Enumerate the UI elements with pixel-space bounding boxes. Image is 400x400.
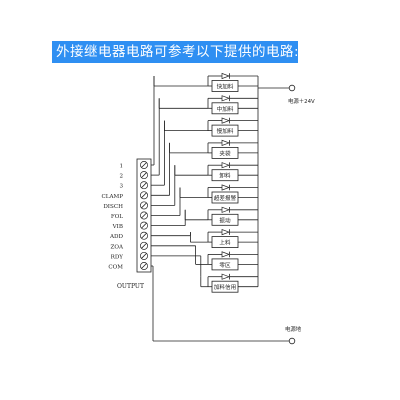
diode-symbol	[221, 117, 231, 124]
diode-symbol	[221, 206, 231, 213]
terminal-label: 2	[119, 174, 123, 180]
page-title: 外接继电器电路可参考以下提供的电路:	[56, 44, 300, 60]
terminal-screw-slot	[141, 162, 147, 168]
relay-label: 中加料	[217, 105, 234, 113]
diode-symbol	[221, 162, 231, 169]
terminal-label: COM	[108, 265, 123, 271]
diode-symbol	[221, 251, 231, 258]
terminal-screw-slot	[141, 192, 147, 198]
terminal-screw-slot	[141, 233, 147, 239]
relay-label: 振动	[219, 216, 231, 224]
terminal-label: RDY	[111, 254, 124, 260]
diode-symbol	[221, 139, 231, 147]
relay-label: 卸料	[219, 172, 231, 180]
terminal-screw-slot	[141, 263, 147, 269]
terminal-screw-slot	[141, 182, 147, 188]
relay-label: 上料	[219, 239, 231, 247]
ground-terminal	[288, 337, 296, 345]
diode-symbol	[221, 72, 231, 80]
diode-symbol	[221, 184, 231, 191]
terminal-label: CLAMP	[101, 194, 123, 200]
terminal-screw-slot	[141, 212, 147, 219]
diode-symbol	[221, 273, 231, 280]
output-label: OUTPUT	[117, 283, 144, 290]
power-positive-label: 电源＋24V	[288, 97, 315, 105]
terminal-screw-slot	[141, 202, 147, 209]
header-banner: 外接继电器电路可参考以下提供的电路:	[52, 41, 300, 63]
terminal-label: DISCH	[103, 204, 123, 210]
terminal-label: 1	[119, 164, 123, 170]
diode-symbol	[221, 95, 231, 102]
terminal-screw-slot	[141, 243, 147, 249]
diode-symbol	[221, 228, 231, 236]
relay-label: 加料信用	[214, 283, 236, 291]
terminal-screw-slot	[141, 172, 147, 178]
relay-label: 快加料	[217, 83, 234, 91]
relay-label: 超差报警	[214, 194, 237, 202]
terminal-label: ZOA	[110, 244, 123, 250]
relay-label: 慢加料	[217, 127, 234, 135]
terminal-label: VIB	[112, 224, 123, 230]
positive-terminal	[288, 84, 296, 92]
terminal-screw-slot	[141, 222, 147, 229]
terminal-screw-slot	[141, 253, 147, 259]
power-negative-label: 电源地	[285, 325, 302, 333]
relay-label: 夹袋	[219, 149, 231, 157]
terminal-label: 3	[119, 184, 123, 190]
terminal-label: ADD	[109, 234, 124, 240]
terminal-label: FOL	[111, 214, 123, 220]
relay-label: 零区	[219, 262, 231, 269]
